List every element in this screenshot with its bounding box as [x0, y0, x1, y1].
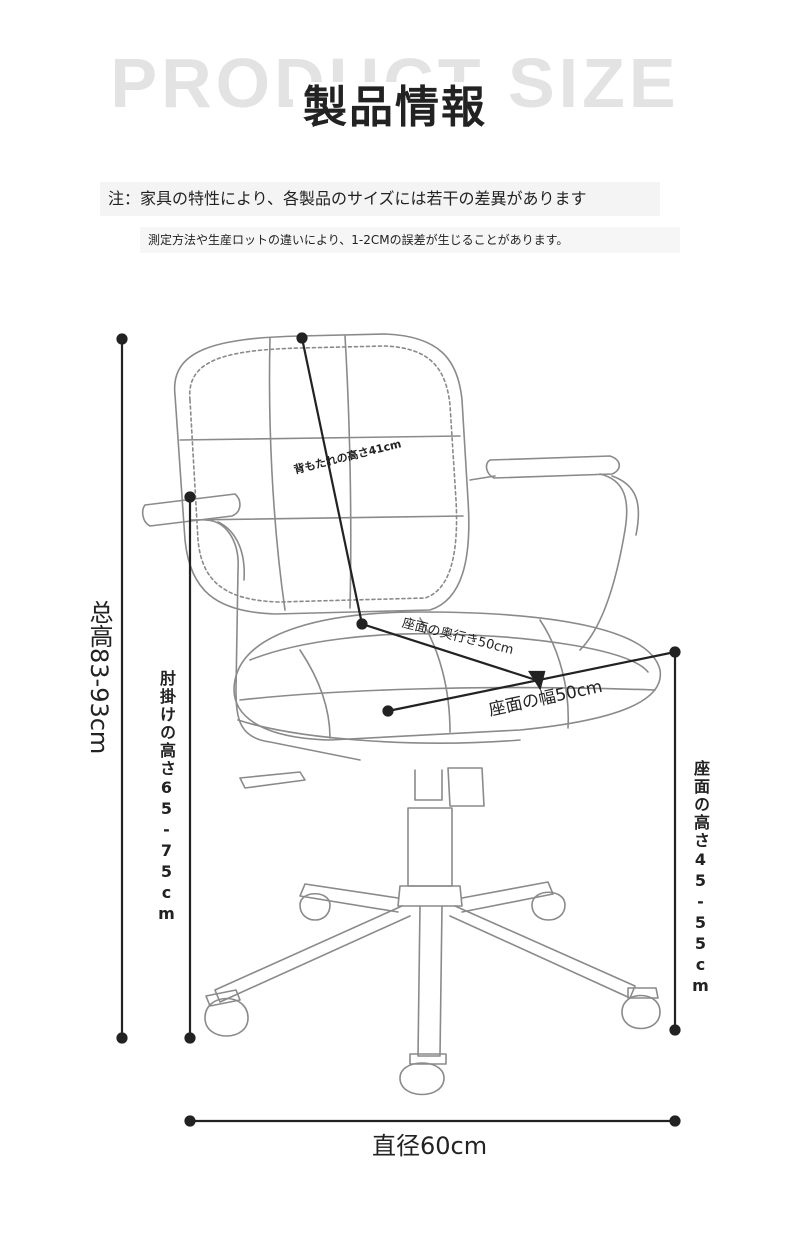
- dimension-lines: [116, 332, 681, 1127]
- seat-height-dot-bottom: [669, 1024, 681, 1036]
- note-line-1: 注：家具の特性により、各製品のサイズには若干の差異があります: [100, 182, 660, 216]
- backrest-height-line: [300, 337, 364, 625]
- seat-width-line: [387, 650, 676, 713]
- diameter-label: 直径60cm: [372, 1132, 488, 1160]
- diameter-dot-left: [184, 1115, 196, 1127]
- diameter-dot-right: [669, 1115, 681, 1127]
- seat-depth-line: [361, 622, 537, 682]
- note-line-2: 測定方法や生産ロットの違いにより、1-2CMの誤差が生じることがあります。: [140, 227, 680, 253]
- total-height-dot-top: [116, 333, 128, 345]
- total-height-label: 总高83-93cm: [85, 600, 113, 755]
- page-title-wrap: 製品情報: [0, 82, 790, 135]
- armrest-height-dot-top: [184, 491, 196, 503]
- armrest-height-dot-bottom: [184, 1032, 196, 1044]
- header: PRODUCT SIZE 製品情報: [0, 40, 790, 150]
- total-height-dot-bottom: [116, 1032, 128, 1044]
- page-title: 製品情報: [293, 82, 497, 135]
- chair-outline: [141, 333, 662, 1096]
- armrest-height-label: 肘掛けの高さ65-75cm: [157, 670, 176, 925]
- backrest-height-dot-top: [296, 332, 308, 344]
- seat-height-label: 座面の高さ45-55cm: [691, 760, 710, 997]
- seat-width-dot-left: [382, 705, 394, 717]
